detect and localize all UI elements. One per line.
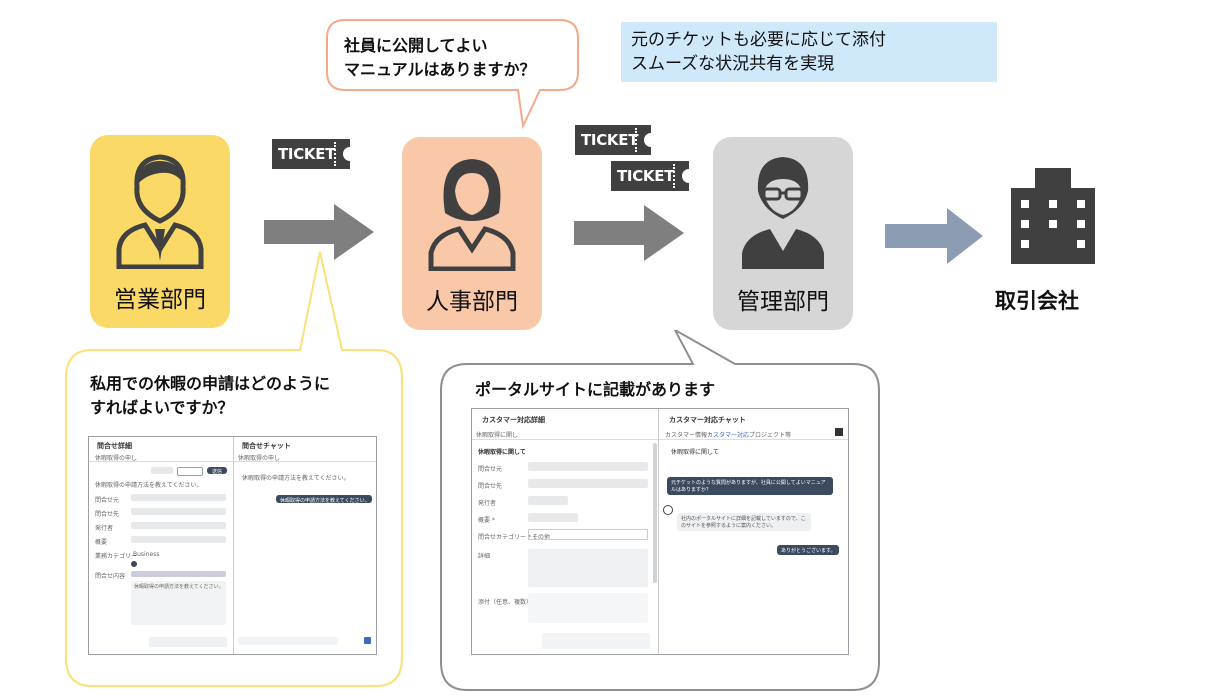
admin-department-card: 管理部門 — [713, 137, 853, 330]
chat-tab-project[interactable]: プロジェクト等 — [749, 432, 792, 439]
field-issuer[interactable] — [131, 522, 226, 529]
r-field-detail[interactable] — [528, 549, 648, 587]
ticket-label: TICKET — [278, 145, 336, 163]
admin-department-label: 管理部門 — [737, 289, 829, 315]
editor-toolbar[interactable] — [131, 571, 226, 577]
sales-department-card: 営業部門 — [90, 135, 230, 328]
chat-message-2: 社内のポータルサイトに詳細を記載していますので、このサイトを参照するように案内く… — [677, 513, 811, 531]
r-field-label-category: 問合せカテゴリー * — [478, 534, 531, 541]
chat-message-3: ありがとうございます。 — [777, 545, 839, 555]
ticket-app-screenshot-right: カスタマー対応詳細 休暇取得に関し 休暇取得に関して 問合せ元 問合せ先 発行者… — [471, 408, 849, 655]
editor-area[interactable] — [131, 581, 226, 625]
partner-company-label: 取引会社 — [995, 289, 1079, 313]
inquiry-chat-title: 問合せチャット — [242, 442, 291, 450]
ticket-label: TICKET — [617, 167, 675, 185]
inquiry-subject: 休暇取得の申請方法を教えてください。 — [95, 482, 203, 489]
sales-question-text: 私用での休暇の申請はどのように すればよいですか？ — [90, 372, 330, 420]
r-field-label-from: 問合せ元 — [478, 466, 503, 473]
chat-input[interactable] — [238, 637, 338, 645]
editor-text: 休暇取得の申請方法を教えてください。 — [134, 584, 224, 590]
admin-answer-line1: ポータルサイトに記載があります — [475, 380, 716, 399]
hr-question-text: 社員に公開してよい マニュアルはありますか？ — [344, 34, 536, 82]
scrollbar[interactable] — [653, 443, 657, 583]
field-label-from: 問合せ元 — [95, 497, 120, 504]
info-note-line1: 元のチケットも必要に応じて添付 — [631, 30, 886, 50]
r-field-label-to: 問合せ先 — [478, 483, 503, 490]
hr-department-label: 人事部門 — [426, 289, 518, 315]
customer-chat-title: カスタマー対応チャット — [669, 416, 746, 424]
action-button-1[interactable] — [151, 467, 173, 474]
field-summary[interactable] — [131, 536, 226, 543]
manager-glasses-icon — [742, 157, 824, 269]
chat-tab[interactable]: 休暇取得の申し — [238, 455, 281, 462]
field-category[interactable]: Business — [133, 551, 160, 558]
arrow-sales-to-hr — [264, 204, 374, 260]
chat-subject-r: 休暇取得に関して — [671, 449, 719, 456]
footer-info — [149, 637, 227, 647]
action-button-2[interactable] — [177, 467, 203, 476]
chat-add-icon[interactable] — [835, 428, 843, 436]
field-label-to: 問合せ先 — [95, 511, 120, 518]
info-note: 元のチケットも必要に応じて添付 スムーズな状況共有を実現 — [621, 22, 997, 82]
hr-question-line2: マニュアルはありますか？ — [344, 60, 536, 79]
r-field-issuer[interactable] — [528, 496, 568, 505]
admin-answer-text: ポータルサイトに記載があります — [475, 378, 715, 402]
r-field-attach[interactable] — [528, 593, 648, 623]
r-footer-info — [542, 633, 650, 649]
hr-question-line1: 社員に公開してよい — [344, 36, 488, 55]
ticket-badge-2: TICKET — [575, 125, 658, 155]
ticket-badge-1: TICKET — [272, 139, 357, 169]
r-field-label-detail: 詳細 — [478, 553, 491, 560]
avatar — [663, 505, 673, 515]
arrow-hr-to-admin — [574, 205, 684, 261]
ticket-app-screenshot-left: 問合せ詳細 休暇取得の申し 送信 休暇取得の申請方法を教えてください。 問合せ元… — [88, 436, 377, 655]
hr-question-bubble — [326, 19, 579, 130]
r-field-label-attach: 添付（任意、複数） — [478, 599, 533, 606]
field-label-issuer: 発行者 — [95, 525, 114, 532]
field-label-category: 業務カテゴリー — [95, 553, 138, 560]
inquiry-tab[interactable]: 休暇取得の申し — [95, 455, 138, 462]
r-field-category[interactable]: その他 — [532, 534, 551, 541]
customer-subject: 休暇取得に関して — [478, 449, 526, 456]
r-field-label-summary: 概要 * — [478, 517, 495, 524]
field-label-content: 問合せ内容 — [95, 573, 126, 580]
chat-message-1: 元チケットのような質問がありますが、社員に公開してよいマニュアルはありますか？ — [667, 477, 833, 495]
r-field-label-issuer: 発行者 — [478, 500, 497, 507]
businessman-icon — [116, 154, 204, 269]
inquiry-detail-title: 問合せ詳細 — [97, 442, 132, 450]
field-from[interactable] — [131, 494, 226, 501]
building-icon — [1011, 168, 1095, 264]
r-field-summary[interactable] — [528, 513, 578, 522]
chat-subject: 休暇取得の申請方法を教えてください。 — [242, 475, 350, 482]
field-to[interactable] — [131, 508, 226, 515]
info-note-line2: スムーズな状況共有を実現 — [631, 54, 835, 74]
businesswoman-icon — [428, 159, 516, 271]
customer-tab[interactable]: 休暇取得に関し — [476, 432, 519, 439]
sales-department-label: 営業部門 — [114, 287, 206, 313]
r-field-from[interactable] — [528, 462, 648, 471]
arrow-admin-to-partner — [885, 208, 983, 264]
r-field-to[interactable] — [528, 479, 648, 488]
chat-message-out: 休暇取得の申請方法を教えてください。 — [276, 495, 372, 503]
hr-department-card: 人事部門 — [402, 137, 542, 330]
ticket-label: TICKET — [581, 131, 639, 149]
customer-detail-title: カスタマー対応詳細 — [482, 416, 545, 424]
chat-send-icon[interactable] — [364, 637, 371, 644]
sales-question-line1: 私用での休暇の申請はどのように — [90, 374, 331, 393]
field-label-summary: 概要 — [95, 539, 108, 546]
sales-question-line2: すればよいですか？ — [90, 398, 234, 417]
ticket-badge-3: TICKET — [611, 161, 696, 191]
chat-tab-customer-info[interactable]: カスタマー情報 — [665, 432, 708, 439]
send-button[interactable]: 送信 — [207, 467, 227, 474]
chat-tab-customer-support[interactable]: カスタマー対応 — [707, 432, 750, 439]
